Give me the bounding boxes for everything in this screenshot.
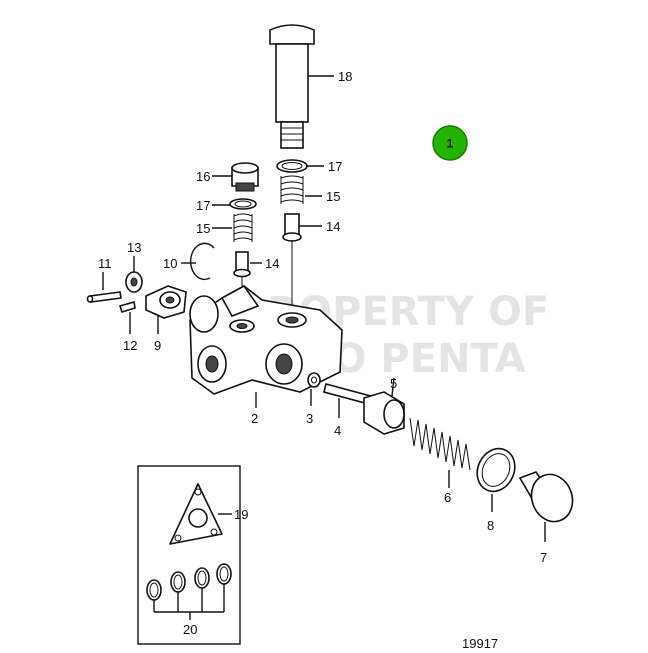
washer-3: 3 <box>306 372 321 426</box>
part-label-13: 10 <box>163 256 177 271</box>
part-label-11: 11 <box>98 256 112 271</box>
seal-ring-8: 8 <box>476 447 516 533</box>
primer-pump-cylinder: 18 <box>269 24 352 149</box>
part-label-8: 8 <box>487 518 494 533</box>
part-label-9: 9 <box>154 338 161 353</box>
part-label-5: 4 <box>334 423 341 438</box>
part-label-6: 6 <box>444 490 451 505</box>
cap-7: 7 <box>518 471 574 565</box>
part-label-15b: 15 <box>196 221 210 236</box>
lever-assembly: 11 13 12 9 <box>86 240 187 353</box>
badge-label: 1 <box>447 137 454 151</box>
part-label-14b: 14 <box>265 256 279 271</box>
pump-housing: 2 <box>189 284 343 426</box>
part-label-12: 12 <box>123 338 137 353</box>
spring-6: 6 <box>409 417 471 505</box>
cup-4: 5 <box>363 376 405 435</box>
part-label-4: 5 <box>390 376 397 391</box>
position-badge: 1 <box>432 125 468 161</box>
right-valve-stack: 17 15 14 <box>276 159 342 318</box>
part-label-3: 3 <box>306 411 313 426</box>
part-label-10: 13 <box>127 240 141 255</box>
part-label-20: 20 <box>183 622 197 637</box>
part-label-2: 2 <box>251 411 258 426</box>
part-label-7: 7 <box>540 550 547 565</box>
part-label-18: 18 <box>338 69 352 84</box>
part-label-17b: 17 <box>196 198 210 213</box>
part-label-14a: 14 <box>326 219 340 234</box>
gasket-kit-box: 19 20 <box>137 465 248 645</box>
part-label-17a: 17 <box>328 159 342 174</box>
figure-number: 19917 <box>462 636 498 648</box>
part-label-19: 19 <box>234 507 248 522</box>
part-label-15a: 15 <box>326 189 340 204</box>
left-valve-stack: 16 17 15 14 <box>196 162 279 320</box>
part-label-16: 16 <box>196 169 210 184</box>
retaining-ring: 10 <box>163 242 215 281</box>
